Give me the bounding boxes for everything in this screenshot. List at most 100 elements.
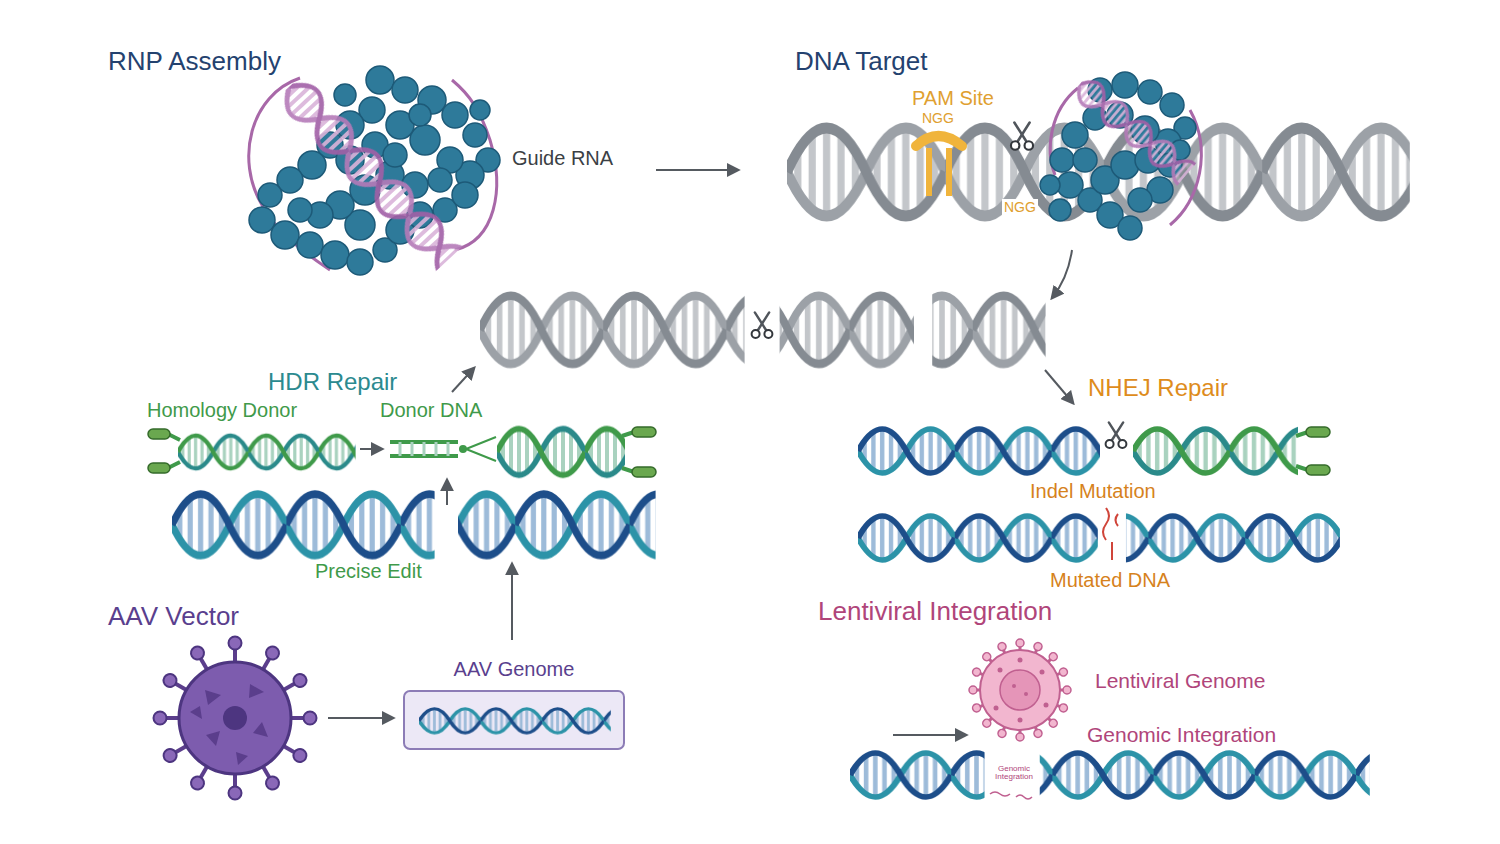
edited-dna-part — [172, 487, 435, 563]
scissors-icon — [1106, 422, 1127, 448]
aav-virus-part-part — [236, 752, 248, 765]
donor-dna-part — [466, 437, 496, 449]
label-text: HDR Repair — [268, 368, 397, 397]
aav-genome-dna-part — [419, 706, 611, 736]
rnp-complex-part-part — [428, 168, 452, 192]
rnp-complex-part-part — [297, 232, 323, 258]
host-genome-part — [850, 748, 1370, 802]
rnp-complex-part-part — [366, 66, 394, 94]
donor-dna-part — [459, 445, 467, 453]
genome-box: AAV Genome — [403, 652, 625, 750]
host-genome-part-part — [850, 748, 985, 802]
cut-dna-part — [932, 288, 1045, 372]
host-genome-part — [990, 792, 1032, 799]
label-text: Lentiviral Genome — [1095, 668, 1265, 693]
edited-dna-part — [458, 487, 656, 563]
cas9-on-dna-part-part — [1073, 148, 1097, 172]
nhej-dna-part-part — [858, 424, 1100, 478]
label-text: PAM Site — [912, 86, 994, 110]
rnp-complex-part-part — [442, 102, 468, 128]
rnp-complex-part-part — [470, 100, 490, 120]
pam-site-part — [916, 136, 962, 146]
node-heading: AAV Genome — [403, 652, 625, 681]
mutated-dna-part — [1103, 508, 1109, 540]
cas9-on-dna-part-part — [1118, 216, 1142, 240]
label-text: Lentiviral Integration — [818, 596, 1052, 627]
rnp-complex — [249, 66, 500, 275]
rnp-complex-part-part — [258, 183, 282, 207]
label-text: NGG — [1002, 199, 1038, 216]
label-text: Precise Edit — [315, 559, 422, 583]
nhej-dna — [858, 424, 1330, 478]
rnp-complex-part-part — [347, 249, 373, 275]
donor-helix-part-part — [497, 424, 625, 481]
label-text: AAV Vector — [108, 601, 239, 632]
flow-arrow — [452, 368, 474, 392]
rnp-complex-part-part — [410, 125, 440, 155]
rnp-complex-part-part — [273, 72, 465, 273]
rnp-complex-part-part — [463, 123, 487, 147]
rnp-complex-part-part — [249, 207, 275, 233]
cut-dna — [480, 288, 1046, 372]
aav-virus-part-part — [249, 684, 264, 698]
label-text: NGG — [922, 110, 954, 127]
aav-virus-part — [154, 712, 181, 725]
homology-donor-part — [148, 463, 170, 473]
pam-site-part — [946, 148, 952, 196]
rnp-complex-part-part — [321, 241, 349, 269]
aav-virus-part-part — [206, 731, 220, 746]
aav-virus-part-part — [253, 722, 268, 737]
aav-virus-part-part — [205, 690, 221, 705]
nhej-dna-part — [1306, 465, 1330, 475]
label-text: Indel Mutation — [1030, 479, 1156, 503]
aav-virus-part — [179, 662, 291, 774]
aav-virus-part — [223, 706, 247, 730]
lentivirus-part — [980, 650, 1060, 730]
cut-dna-part — [480, 288, 745, 372]
donor-helix-part — [497, 424, 625, 481]
mutated-dna-part — [1111, 542, 1113, 560]
cas9-on-dna-part-part — [1111, 151, 1139, 179]
label-text: Genomic Integration — [989, 765, 1039, 782]
mutated-dna-part — [858, 511, 1340, 565]
label-text: Homology Donor — [147, 398, 297, 422]
lentivirus-part-part — [1044, 703, 1049, 708]
cas9-on-dna — [1040, 72, 1201, 240]
mutated-dna-part-part — [858, 511, 1098, 565]
aav-genome-dna — [405, 692, 625, 750]
cas9-on-dna-part-part — [1160, 93, 1184, 117]
mutated-dna-part — [1116, 514, 1119, 526]
label-text: Donor DNA — [380, 398, 482, 422]
label-text: NHEJ Repair — [1088, 374, 1228, 403]
flow-arrow — [446, 480, 448, 505]
aav-virus — [154, 637, 317, 800]
homology-donor-part-part — [178, 432, 356, 473]
cas9-on-dna-part-part — [1128, 188, 1152, 212]
lentivirus-part-part — [998, 668, 1003, 673]
mutated-dna-part-part — [1126, 511, 1340, 565]
flow-arrow — [328, 717, 393, 719]
rnp-complex-part-part — [452, 182, 478, 208]
cas9-on-dna-part-part — [1062, 122, 1088, 148]
cas9-on-dna-part — [1069, 72, 1197, 187]
donor-dna-part — [466, 449, 496, 461]
rnp-complex-part-part — [392, 77, 418, 103]
flow-arrow — [1052, 250, 1072, 298]
pam-site-part — [926, 148, 932, 196]
scissors-icon — [1011, 123, 1033, 150]
rnp-complex-part-part — [271, 221, 299, 249]
pam-site — [916, 136, 962, 196]
cas9-on-dna-part-part — [1050, 148, 1074, 172]
scissors-icon — [752, 312, 773, 338]
flow-arrow — [511, 564, 513, 640]
donor-helix — [497, 424, 656, 481]
label-text: Genomic Integration — [1087, 722, 1276, 747]
rnp-complex-part-part — [334, 84, 356, 106]
mutated-dna — [858, 508, 1340, 565]
flow-arrow — [656, 169, 738, 171]
donor-helix-part — [632, 427, 656, 437]
lentivirus-part — [1000, 670, 1040, 710]
cas9-on-dna-part-part — [1040, 175, 1060, 195]
